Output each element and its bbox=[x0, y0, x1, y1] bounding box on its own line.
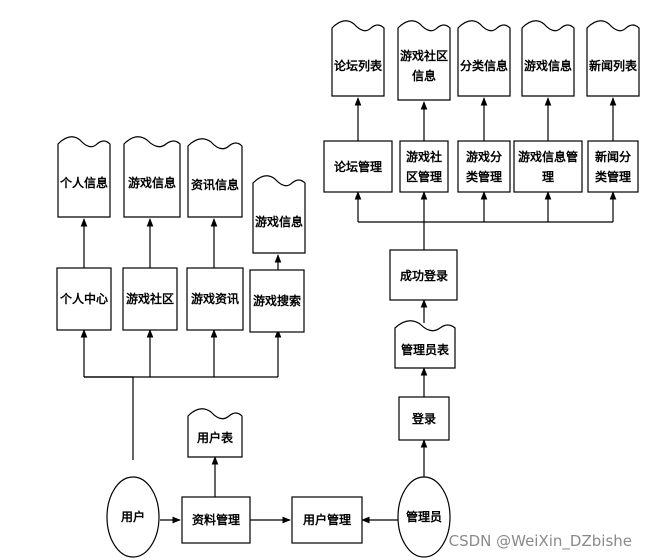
node-personal-center: 个人中心 bbox=[56, 267, 112, 331]
node-forum-list-doc: 论坛列表 bbox=[331, 20, 385, 97]
node-game-info-doc-3: 游戏信息 bbox=[521, 20, 575, 97]
node-forum-list-label: 论坛列表 bbox=[334, 58, 383, 73]
node-login-success: 成功登录 bbox=[389, 249, 458, 301]
watermark: CSDN @WeiXin_DZbishe bbox=[449, 532, 632, 551]
node-forum-management-label: 论坛管理 bbox=[334, 159, 382, 174]
node-admin-table: 管理员表 bbox=[394, 320, 456, 369]
node-news-list-label: 新闻列表 bbox=[589, 58, 638, 73]
node-profile-management-label: 资料管理 bbox=[192, 512, 240, 527]
node-personal-center-label: 个人中心 bbox=[59, 291, 108, 306]
node-community-management: 游戏社 区管理 bbox=[399, 140, 449, 193]
node-login-success-label: 成功登录 bbox=[400, 268, 448, 283]
node-user: 用户 bbox=[106, 476, 160, 558]
edges bbox=[80, 97, 617, 524]
node-gameinfo-management-label-1: 游戏信息管 bbox=[518, 149, 578, 164]
node-news-info-doc: 资讯信息 bbox=[187, 138, 243, 218]
node-category-management-label-1: 游戏分 bbox=[466, 149, 502, 164]
node-profile-management: 资料管理 bbox=[181, 496, 251, 544]
node-game-community: 游戏社区 bbox=[122, 267, 178, 331]
node-personal-info-doc: 个人信息 bbox=[57, 136, 111, 218]
node-newscat-management-label-1: 新闻分 bbox=[595, 149, 631, 164]
node-game-info-3-label: 游戏信息 bbox=[524, 58, 572, 73]
node-news-info-label: 资讯信息 bbox=[191, 177, 239, 192]
node-user-table: 用户表 bbox=[187, 408, 243, 458]
node-admin-label: 管理员 bbox=[406, 509, 442, 524]
node-game-info-2-label: 游戏信息 bbox=[255, 214, 303, 229]
edge-user-bus bbox=[84, 376, 134, 460]
node-user-label: 用户 bbox=[120, 509, 145, 524]
node-community-management-label-2: 区管理 bbox=[406, 169, 442, 184]
node-news-list-doc: 新闻列表 bbox=[586, 20, 640, 97]
node-game-info-doc-1: 游戏信息 bbox=[123, 136, 181, 218]
node-game-info-1-label: 游戏信息 bbox=[128, 175, 176, 190]
node-category-management: 游戏分 类管理 bbox=[457, 140, 511, 193]
node-personal-info-label: 个人信息 bbox=[59, 175, 108, 190]
node-admin: 管理员 bbox=[397, 476, 451, 558]
node-game-news: 游戏资讯 bbox=[186, 267, 244, 331]
node-login-label: 登录 bbox=[411, 411, 436, 426]
node-game-search-label: 游戏搜索 bbox=[253, 293, 301, 308]
node-game-news-label: 游戏资讯 bbox=[191, 291, 239, 306]
node-login: 登录 bbox=[398, 396, 450, 441]
node-newscat-management-label-2: 类管理 bbox=[595, 169, 631, 184]
node-gameinfo-management-label-2: 理 bbox=[542, 170, 554, 184]
node-community-info-label-2: 信息 bbox=[412, 68, 436, 83]
node-category-info-doc: 分类信息 bbox=[457, 20, 511, 97]
node-category-management-label-2: 类管理 bbox=[466, 169, 502, 184]
node-admin-table-label: 管理员表 bbox=[401, 342, 450, 357]
node-game-community-label: 游戏社区 bbox=[126, 291, 174, 306]
node-category-info-label: 分类信息 bbox=[460, 58, 508, 73]
node-user-management: 用户管理 bbox=[291, 496, 363, 544]
node-forum-management: 论坛管理 bbox=[323, 140, 393, 193]
node-user-table-label: 用户表 bbox=[196, 430, 234, 445]
node-game-search: 游戏搜索 bbox=[249, 269, 305, 333]
node-user-management-label: 用户管理 bbox=[302, 512, 351, 527]
node-gameinfo-management: 游戏信息管 理 bbox=[513, 140, 583, 193]
node-newscat-management: 新闻分 类管理 bbox=[587, 140, 639, 193]
node-community-management-label-1: 游戏社 bbox=[406, 149, 442, 164]
node-community-info-label-1: 游戏社区 bbox=[400, 48, 448, 63]
node-game-info-doc-2: 游戏信息 bbox=[252, 175, 306, 254]
node-community-info-doc: 游戏社区 信息 bbox=[397, 20, 451, 101]
